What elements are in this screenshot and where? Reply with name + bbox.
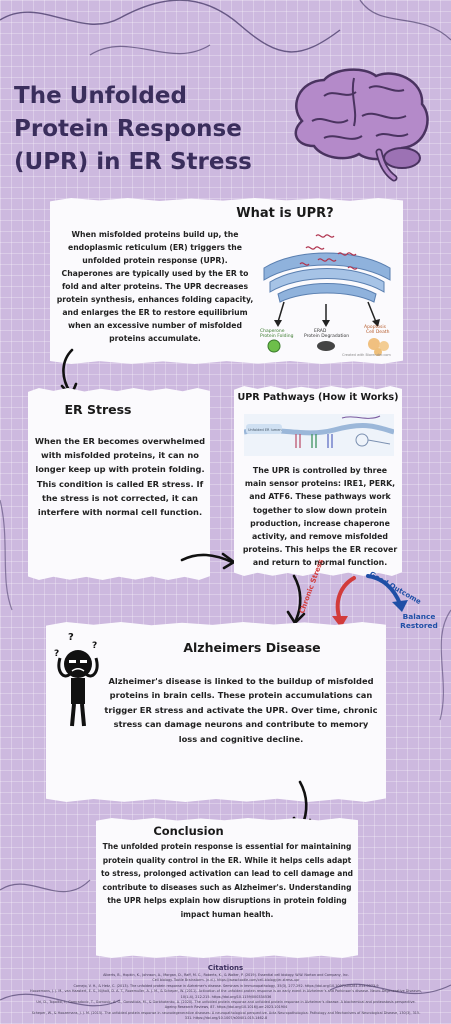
er-diagram: Chaperone Protein Folding ERAD Protein D… xyxy=(260,234,391,357)
diagram-label-apoptosis: Apoptosis xyxy=(364,324,387,330)
citation-item: Alberts, B., Hopkin, K., Johnson, A., Mo… xyxy=(103,973,349,977)
svg-text:?: ? xyxy=(92,641,97,651)
arrow-pathways-to-alzheimers xyxy=(286,574,306,625)
citation-item: Cornejo, V. H., & Hetz, C. (2013). The u… xyxy=(73,983,379,988)
conclusion-body: The unfolded protein response is essenti… xyxy=(100,842,354,919)
pathways-diagram-label: Unfolded ER lumen xyxy=(248,428,282,432)
svg-text:?: ? xyxy=(68,632,74,643)
what-is-upr-body: When misfolded proteins build up, the en… xyxy=(56,230,254,343)
svg-text:Cell Death: Cell Death xyxy=(366,329,390,335)
conclusion-card: Conclusion The unfolded protein response… xyxy=(96,818,358,958)
upr-pathways-body: The UPR is controlled by three main sens… xyxy=(242,466,398,568)
arrow-er-stress-to-pathways xyxy=(180,552,236,570)
citations-heading: Citations xyxy=(207,964,244,972)
svg-text:Protein Folding: Protein Folding xyxy=(260,333,294,339)
svg-text:?: ? xyxy=(54,649,59,659)
upr-pathways-card: UPR Pathways (How it Works) Unfolded ER … xyxy=(234,386,402,576)
what-is-upr-heading: What is UPR? xyxy=(236,206,334,221)
er-stress-body: When the ER becomes overwhelmed with mis… xyxy=(34,436,206,518)
upr-pathways-heading: UPR Pathways (How it Works) xyxy=(237,392,399,403)
alzheimers-body: Alzheimer's disease is linked to the bui… xyxy=(104,676,378,744)
citation-item: Uri, D., Topolko, I., Gamradovic, T., Go… xyxy=(36,1000,416,1010)
svg-text:Protein Degradation: Protein Degradation xyxy=(304,333,349,339)
citation-item: Hoozemans, J. J. M., van Haastert, E. S.… xyxy=(30,989,422,999)
page-title: The Unfolded Protein Response (UPR) in E… xyxy=(14,83,252,175)
balance-restored-label: Balance Restored xyxy=(400,612,438,630)
diagram-credit: Created with Biorender.com xyxy=(342,353,391,357)
pathways-diagram: Unfolded ER lumen xyxy=(244,414,394,456)
citation-item: Cell biology. Tootle Brainstorm. (n.d.).… xyxy=(152,978,300,983)
confused-person-icon: ? ? ? xyxy=(54,632,99,727)
outcome-arrows xyxy=(332,574,408,628)
conclusion-heading: Conclusion xyxy=(153,824,224,838)
citations-list: Alberts, B., Hopkin, K., Johnson, A., Mo… xyxy=(30,973,422,1022)
citation-item: Scheper, W., & Hoozemans, J. J. M. (2015… xyxy=(31,1010,421,1021)
alzheimers-heading: Alzheimers Disease xyxy=(183,640,321,655)
alzheimers-card: Alzheimers Disease Alzheimer's disease i… xyxy=(46,622,386,802)
brain-icon xyxy=(294,68,429,182)
what-is-upr-card: What is UPR? When misfolded proteins bui… xyxy=(50,198,403,364)
er-stress-heading: ER Stress xyxy=(64,402,132,417)
diagram-label-erad: ERAD xyxy=(314,328,327,334)
er-stress-card: ER Stress When the ER becomes overwhelme… xyxy=(28,388,210,580)
diagram-label-chaperone: Chaperone xyxy=(260,328,285,334)
